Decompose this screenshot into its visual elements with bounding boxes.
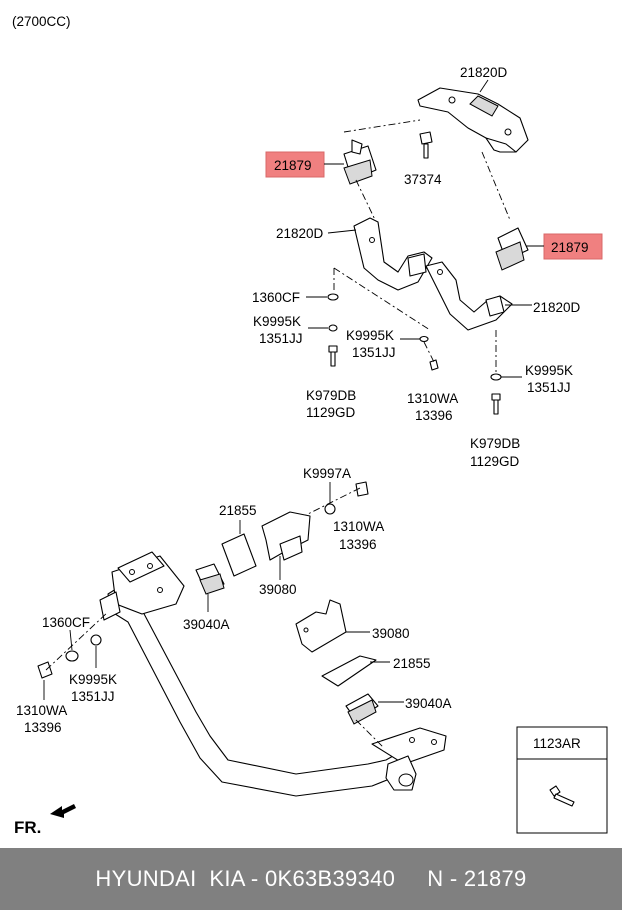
label-bolt-37374: 37374 [404, 172, 442, 187]
label-39040a-b: 39040A [405, 696, 452, 711]
label-13396-c: 13396 [24, 720, 62, 735]
washer-k9995k-a-drawing [328, 324, 338, 332]
dash-line-5 [333, 267, 431, 331]
label-21855-b: 21855 [393, 656, 431, 671]
label-39080-a: 39080 [259, 582, 297, 597]
bolt-k979db-a-drawing [328, 345, 338, 367]
bracket-39080-b-drawing [295, 599, 347, 653]
bolt-37374-drawing [419, 131, 433, 159]
label-bracket-mid-right: 21820D [533, 300, 581, 315]
bolt-k979db-b-drawing [491, 393, 501, 415]
washer-k9995k-b-drawing [419, 335, 429, 343]
label-1310wa-c: 1310WA [16, 703, 67, 718]
mount-39040a-b-drawing [345, 693, 379, 725]
label-13396-b: 13396 [339, 537, 377, 552]
bracket-39080-a-drawing [261, 511, 311, 561]
washer-k9995k-d-drawing [90, 634, 102, 646]
label-k9995k-b: K9995K [346, 328, 394, 343]
label-1351jj-d: 1351JJ [71, 689, 115, 704]
label-inset-part: 1123AR [533, 736, 581, 751]
label-k9997a: K9997A [303, 466, 351, 481]
inset-bolt-head [549, 785, 561, 797]
engine-note: (2700CC) [12, 14, 71, 29]
label-39040a-a: 39040A [183, 617, 230, 632]
mount-left-drawing [343, 139, 377, 185]
label-bracket-top: 21820D [460, 65, 508, 80]
label-mount-left: 21879 [274, 158, 312, 173]
nut-1310wa-b-drawing [355, 481, 369, 497]
plate-21855-b-drawing [321, 655, 377, 687]
label-k9995k-c: K9995K [525, 363, 573, 378]
dash-line-8 [299, 487, 361, 519]
label-39080-b: 39080 [372, 626, 410, 641]
dash-line-3 [481, 151, 511, 221]
label-1360cf-top: 1360CF [252, 290, 300, 305]
front-arrow-icon [50, 804, 76, 818]
label-1310wa-a: 1310WA [407, 391, 458, 406]
bracket-mid-right-drawing [425, 261, 513, 331]
dash-line-6 [423, 341, 435, 363]
label-1351jj-b: 1351JJ [352, 345, 396, 360]
label-21855-a: 21855 [219, 503, 257, 518]
inset-bolt-shank [553, 793, 575, 807]
parts-diagram: (2700CC) 21820D 21879 37374 21820D 21 [12, 14, 608, 837]
bracket-top-drawing [417, 87, 529, 153]
dash-line-9 [45, 611, 109, 671]
mount-39040a-a-drawing [195, 563, 225, 595]
nut-1310wa-a-drawing [429, 359, 439, 371]
label-1129gd-a: 1129GD [306, 405, 356, 420]
label-1129gd-b: 1129GD [470, 454, 520, 469]
label-1360cf-bottom: 1360CF [42, 615, 90, 630]
label-k979db-a: K979DB [306, 388, 356, 403]
crossmember-drawing [99, 551, 447, 797]
highlight-box-right [543, 233, 603, 260]
label-k979db-b: K979DB [470, 436, 520, 451]
label-13396-a: 13396 [415, 408, 453, 423]
label-1351jj-a: 1351JJ [259, 331, 303, 346]
label-1351jj-c: 1351JJ [527, 380, 571, 395]
plate-21855-a-drawing [221, 533, 257, 577]
label-k9995k-d: K9995K [69, 672, 117, 687]
nut-1310wa-c-drawing [37, 661, 53, 679]
mount-right-drawing [495, 227, 529, 271]
front-indicator-label: FR. [14, 818, 41, 837]
footer-part-number: HYUNDAI KIA - 0K63B39340 N - 21879 [0, 848, 622, 910]
leader-bracket-top [479, 79, 489, 93]
leader-bracket-mid-left [327, 229, 357, 234]
label-mount-right: 21879 [551, 240, 589, 255]
inset-box [516, 726, 608, 834]
dash-line-1 [343, 119, 421, 133]
washer-1360cf-bottom-drawing [65, 650, 79, 662]
dash-line-2 [355, 179, 379, 227]
leader-1360cf-bottom [69, 629, 73, 651]
dash-line-10 [355, 719, 385, 749]
washer-1360cf-top-drawing [327, 293, 339, 301]
washer-k9997a-drawing [324, 503, 336, 515]
label-k9995k-a: K9995K [253, 314, 301, 329]
label-bracket-mid-left: 21820D [276, 226, 324, 241]
washer-k9995k-c-drawing [490, 373, 502, 381]
label-1310wa-b: 1310WA [333, 519, 384, 534]
bracket-mid-left-drawing [353, 217, 433, 291]
highlight-box-left [265, 151, 325, 178]
